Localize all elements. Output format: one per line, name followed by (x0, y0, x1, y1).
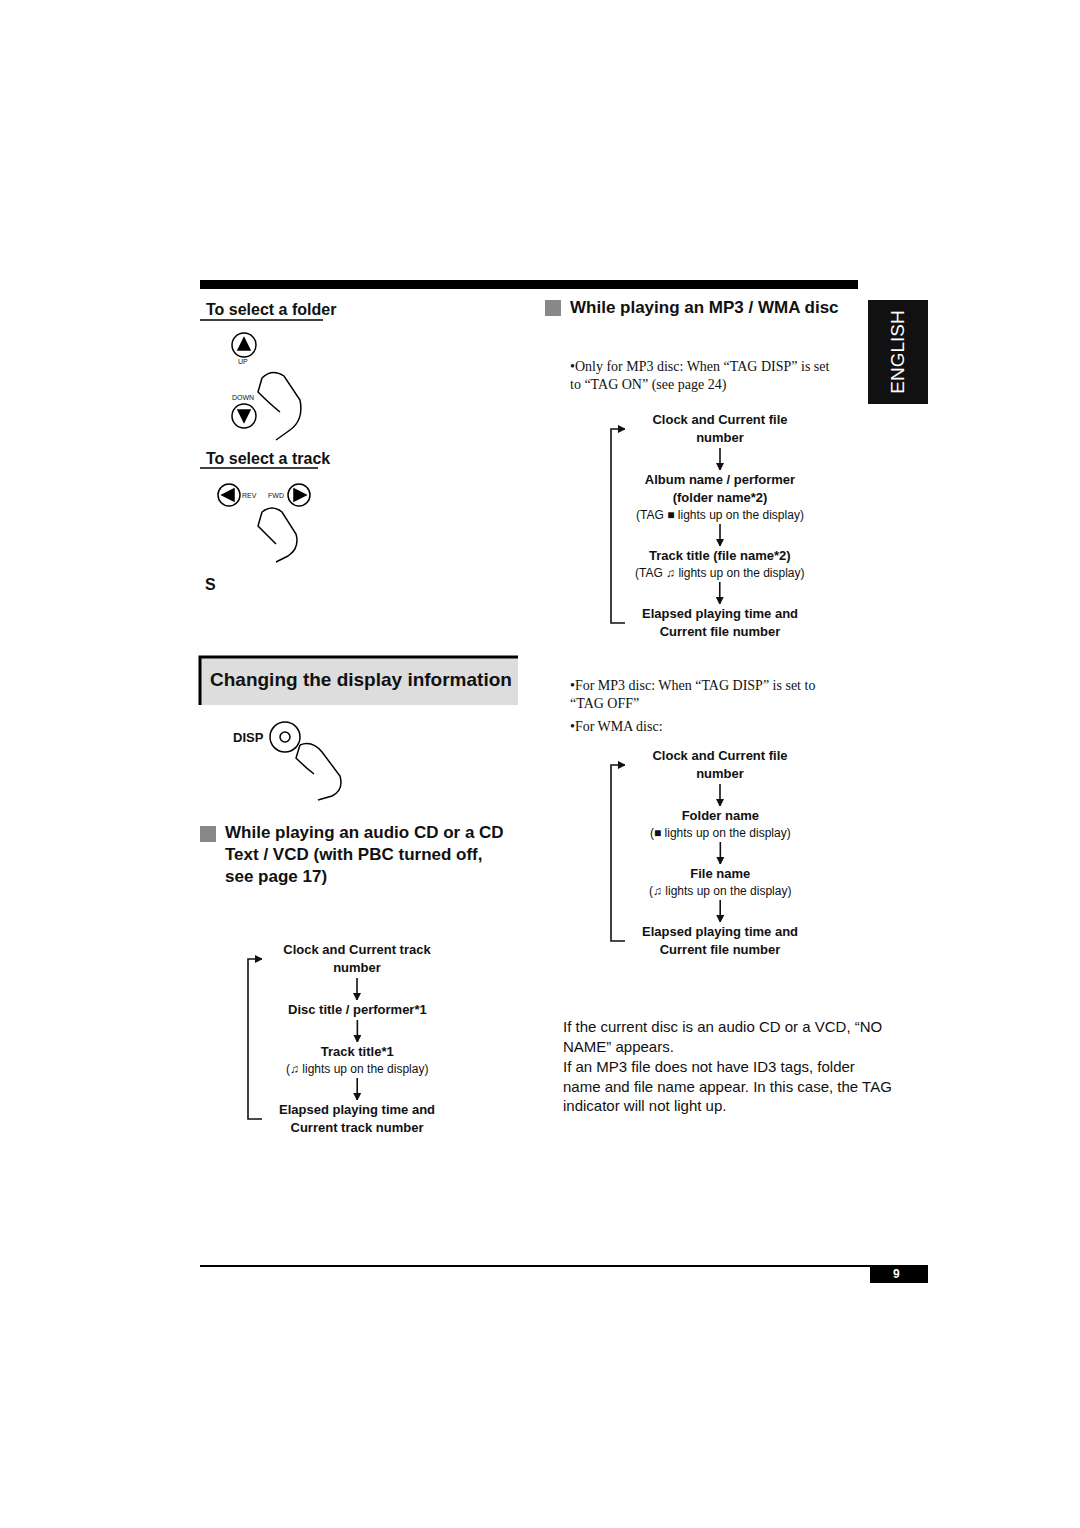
flow-arrow (357, 1020, 359, 1042)
rev-fwd-buttons (218, 484, 310, 562)
button-label: UP (238, 357, 248, 366)
flow-arrow (719, 900, 721, 922)
note: •For WMA disc: (570, 718, 830, 736)
heading: To select a folder (206, 300, 336, 321)
heading-underline (200, 319, 323, 321)
step-text: Clock and Current file number (628, 411, 812, 447)
heading: While playing an audio CD or a CD Text /… (225, 822, 515, 888)
flow-step: Clock and Current file number (625, 746, 815, 784)
button-label: REV (242, 491, 256, 500)
step-text: Elapsed playing time and Current track n… (265, 1101, 449, 1137)
flow-step: Album name / performer (folder name*2)(T… (625, 470, 815, 524)
flow-arrow (356, 1078, 358, 1100)
bottom-rule (200, 1265, 928, 1267)
heading: While playing an MP3 / WMA disc (570, 297, 850, 319)
up-down-buttons (232, 333, 301, 440)
section-marker (200, 826, 216, 842)
note: •Only for MP3 disc: When “TAG DISP” is s… (570, 358, 840, 394)
flow-step: Track title*1(♫ lights up on the display… (283, 1042, 431, 1078)
language-tab: ENGLISH (868, 300, 928, 404)
flow-step: Elapsed playing time and Current file nu… (625, 922, 815, 960)
step-text: Clock and Current file number (628, 747, 812, 783)
indicator-note: (♫ lights up on the display) (286, 1061, 428, 1077)
flow-arrow (719, 448, 721, 470)
step-text: Track title (file name*2) (635, 547, 805, 565)
page-number: 9 (893, 1267, 900, 1283)
flow-step: Folder name(■ lights up on the display) (647, 806, 794, 842)
flow-step: Disc title / performer*1 (285, 1000, 430, 1020)
flow-arrow (720, 842, 722, 864)
band-border (200, 657, 518, 705)
flow-arrow (719, 582, 721, 604)
note: S (205, 575, 216, 596)
language-tab (868, 300, 928, 404)
button-label: DISP (233, 730, 263, 747)
step-text: Folder name (650, 807, 791, 825)
heading: To select a track (206, 449, 330, 470)
footnote: If the current disc is an audio CD or a … (563, 1017, 893, 1056)
flow-arrow (719, 784, 721, 806)
footnote: If an MP3 file does not have ID3 tags, f… (563, 1057, 893, 1116)
note: •For MP3 disc: When “TAG DISP” is set to… (570, 677, 830, 713)
step-text: Elapsed playing time and Current file nu… (628, 923, 812, 959)
page-number-box (870, 1266, 928, 1283)
step-text: File name (649, 865, 791, 883)
flow-arrow (356, 978, 358, 1000)
flow-step: Clock and Current file number (625, 410, 815, 448)
button-label: FWD (268, 491, 284, 500)
indicator-note: (■ lights up on the display) (650, 825, 791, 841)
indicator-note: (TAG ♫ lights up on the display) (635, 565, 805, 581)
step-text: ENGLISH (887, 310, 909, 393)
flow-arrow (611, 429, 625, 623)
flow-step: Clock and Current track number (262, 940, 452, 978)
indicator-note: (TAG ■ lights up on the display) (628, 507, 812, 523)
step-text: Clock and Current track number (265, 941, 449, 977)
section-marker (545, 300, 561, 316)
button-label: DOWN (232, 393, 254, 402)
step-text: Track title*1 (286, 1043, 428, 1061)
indicator-note: (♫ lights up on the display) (649, 883, 791, 899)
disp-button (270, 722, 341, 800)
step-text: Changing the display information (210, 669, 518, 691)
flow-step: Elapsed playing time and Current track n… (262, 1100, 452, 1138)
flow-step: File name(♫ lights up on the display) (646, 864, 794, 900)
flow-step: Track title (file name*2)(TAG ♫ lights u… (632, 546, 808, 582)
flow-arrow (611, 765, 625, 941)
step-text: Elapsed playing time and Current file nu… (628, 605, 812, 641)
band-ground (200, 657, 518, 705)
flow-step: Elapsed playing time and Current file nu… (625, 604, 815, 642)
heading-underline (200, 467, 318, 469)
flow-arrow (248, 959, 262, 1119)
step-text: Disc title / performer*1 (288, 1001, 427, 1019)
top-rule (200, 280, 858, 289)
section-band: Changing the display information (200, 657, 518, 705)
flow-arrow (719, 524, 721, 546)
step-text: Album name / performer (folder name*2) (628, 471, 812, 507)
